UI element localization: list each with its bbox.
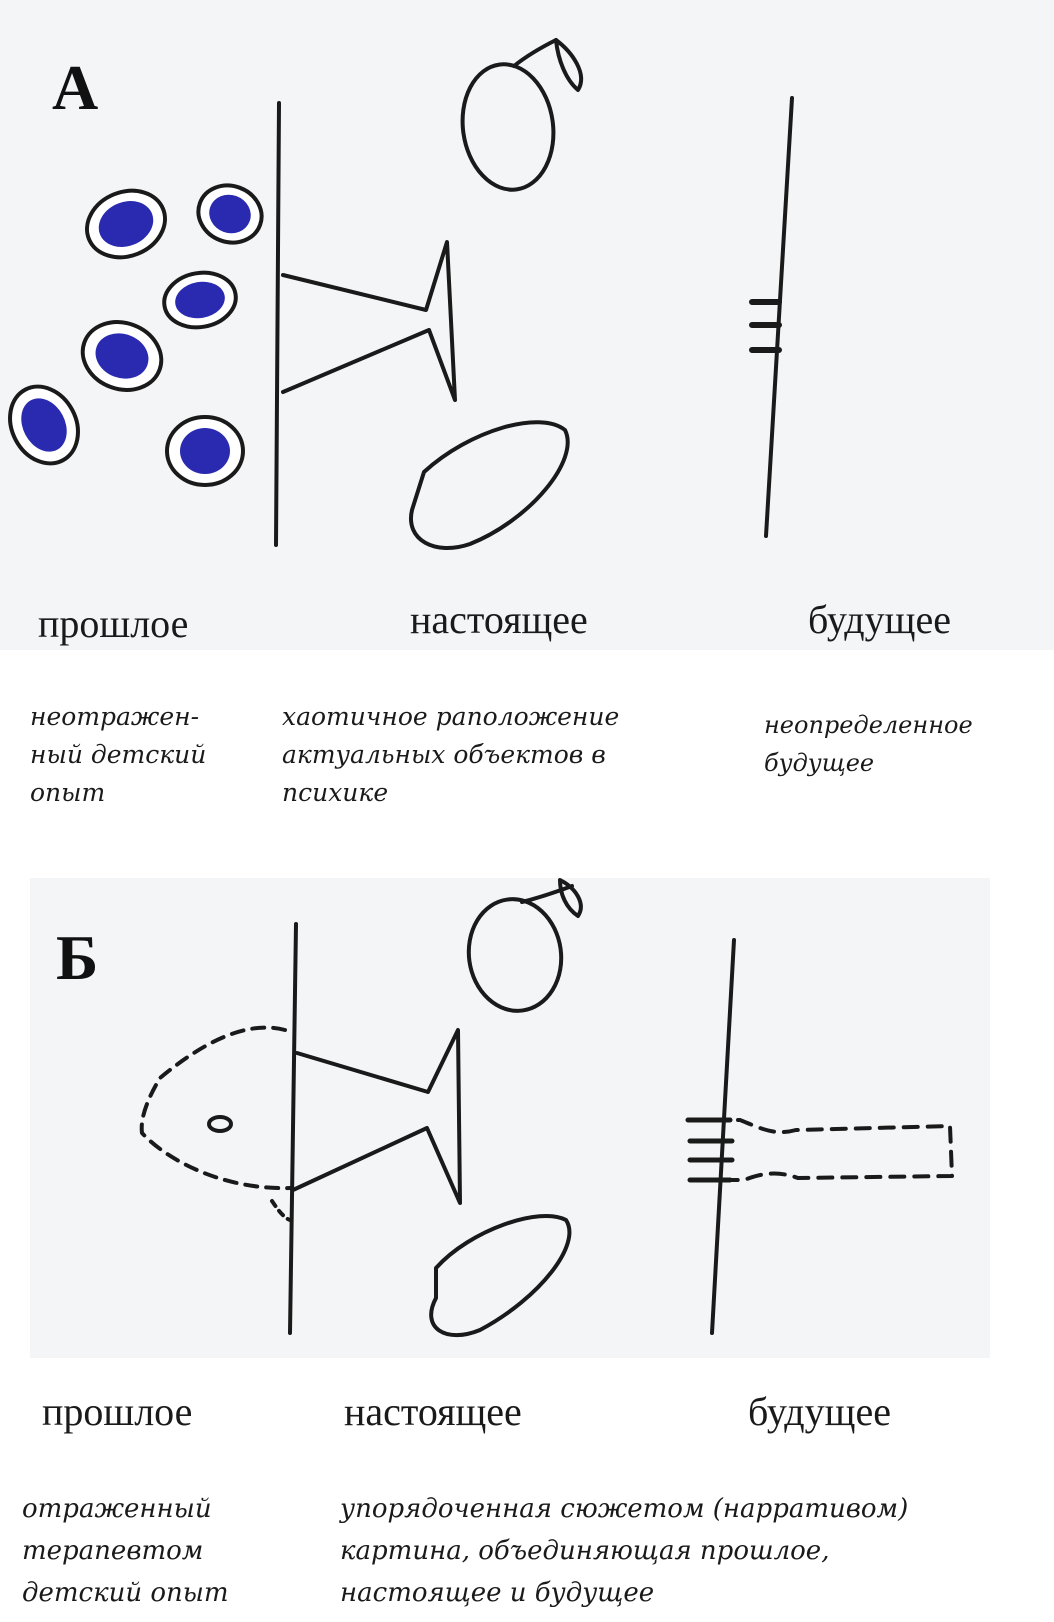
fish-eye-icon: [209, 1117, 231, 1131]
blue-cell-icon: [73, 311, 171, 400]
potato-icon: [431, 1216, 569, 1335]
fork-icon: [690, 1120, 952, 1180]
label-past: прошлое: [42, 1392, 192, 1432]
caption-line: хаотичное раположение: [282, 698, 619, 736]
panel-b: Б прошлое настоящее будущее отраженный т…: [0, 858, 1054, 1622]
fork-tines-stub: [752, 302, 779, 350]
future-line: [766, 98, 792, 536]
panel-b-letter: Б: [56, 926, 98, 990]
label-future: будущее: [748, 1392, 891, 1432]
apple-icon: [455, 58, 562, 195]
fish-outline-icon: [142, 1028, 290, 1189]
label-present: настоящее: [344, 1392, 522, 1432]
caption-line: ный детский: [30, 736, 206, 774]
future-line: [712, 940, 734, 1333]
caption-present: хаотичное раположение актуальных объекто…: [282, 698, 619, 812]
blue-cell-icon: [0, 375, 91, 476]
caption-line: будущее: [764, 744, 973, 782]
glass-icon: [293, 1030, 460, 1203]
panel-a-drawing: [0, 0, 1054, 650]
apple-leaf: [556, 40, 581, 90]
glass-icon: [283, 242, 455, 400]
potato-icon: [411, 422, 568, 548]
caption-line: упорядоченная сюжетом (нарративом): [340, 1488, 908, 1530]
blue-cells: [0, 177, 270, 485]
caption-line: отраженный: [22, 1488, 229, 1530]
fish-fin: [272, 1201, 290, 1220]
apple-icon: [462, 893, 569, 1017]
caption-line: опыт: [30, 774, 206, 812]
caption-future: неопределенное будущее: [764, 706, 973, 782]
blue-cell-icon: [167, 417, 243, 485]
panel-a: А прошлое настоящее будущее неотражен- н…: [0, 0, 1054, 810]
apple-leaf: [560, 880, 581, 916]
label-present: настоящее: [410, 600, 588, 640]
caption-line: настоящее и будущее: [340, 1572, 908, 1614]
panel-a-letter: А: [52, 56, 98, 120]
caption-past: отраженный терапевтом детский опыт: [22, 1488, 229, 1614]
blue-cell-icon: [77, 179, 175, 268]
caption-line: детский опыт: [22, 1572, 229, 1614]
blue-cell-icon: [160, 267, 240, 333]
label-future: будущее: [808, 600, 951, 640]
caption-line: терапевтом: [22, 1530, 229, 1572]
past-boundary-line: [276, 103, 279, 545]
label-past: прошлое: [38, 604, 188, 644]
caption-line: актуальных объектов в: [282, 736, 619, 774]
caption-line: неопределенное: [764, 706, 973, 744]
caption-present: упорядоченная сюжетом (нарративом) карти…: [340, 1488, 908, 1614]
caption-line: психике: [282, 774, 619, 812]
apple-stem: [514, 40, 556, 66]
caption-past: неотражен- ный детский опыт: [30, 698, 206, 812]
caption-line: картина, объединяющая прошлое,: [340, 1530, 908, 1572]
panel-b-drawing: [0, 858, 1054, 1418]
caption-line: неотражен-: [30, 698, 206, 736]
past-boundary-line: [290, 924, 296, 1333]
blue-cell-icon: [190, 177, 269, 252]
